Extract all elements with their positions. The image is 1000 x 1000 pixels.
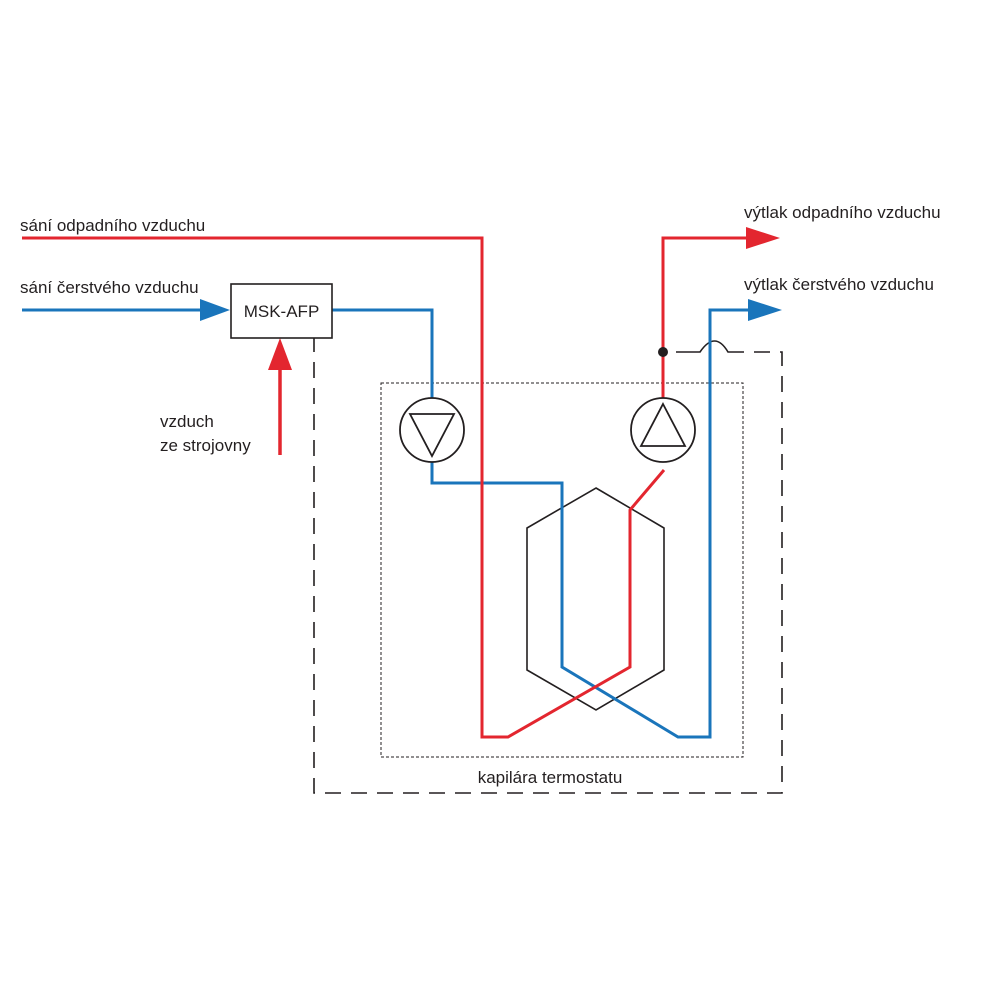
fresh-air-fan <box>399 397 465 463</box>
thermostat-sensor-dot <box>658 347 668 357</box>
inner-dotted-enclosure <box>380 382 744 758</box>
thermostat-capillary-line <box>676 340 738 353</box>
unit-housing-dashed-outline <box>313 336 783 794</box>
exhaust-intake-label: sání odpadního vzduchu <box>20 216 205 235</box>
machine-room-air-arrow <box>268 338 292 370</box>
fresh-air-intake-arrow <box>200 299 230 321</box>
exhaust-air-fan-up-triangle-icon <box>639 402 687 447</box>
heat-exchanger <box>526 487 665 711</box>
filter-box <box>230 283 333 339</box>
fresh-intake-label: sání čerstvého vzduchu <box>20 278 199 297</box>
exhaust-air-duct <box>22 236 666 739</box>
fresh-outlet-label: výtlak čerstvého vzduchu <box>744 275 934 294</box>
thermostat-capillary-label: kapilára termostatu <box>478 768 623 787</box>
fresh-air-fan-down-triangle-icon <box>408 413 456 458</box>
exhaust-air-outlet-duct <box>661 236 750 398</box>
machine-room-air-label-line2: ze strojovny <box>160 436 251 455</box>
exhaust-outlet-label: výtlak odpadního vzduchu <box>744 203 941 222</box>
machine-room-air-label-line1: vzduch <box>160 412 214 431</box>
exhaust-air-fan <box>630 397 696 463</box>
filter-box-label: MSK-AFP <box>244 302 320 321</box>
fresh-air-duct <box>332 308 434 398</box>
fresh-air-outlet-arrow <box>748 299 782 321</box>
fresh-air-duct-through-exchanger <box>430 308 752 739</box>
exhaust-air-outlet-arrow <box>746 227 780 249</box>
